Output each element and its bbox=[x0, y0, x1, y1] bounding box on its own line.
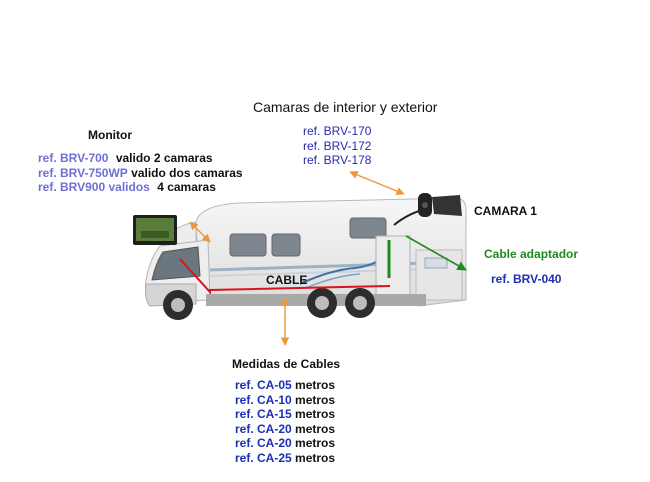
camaras-ref: ref. BRV-170 bbox=[303, 124, 372, 138]
medidas-ref: ref. CA-15 bbox=[235, 407, 292, 421]
medidas-unit: metros bbox=[295, 421, 336, 436]
medidas-row: ref. CA-20 metros bbox=[235, 422, 335, 437]
cable-adaptador-ref: ref. BRV-040 bbox=[491, 272, 562, 286]
monitor-ref: ref. BRV-750WP bbox=[38, 165, 128, 180]
monitor-arrow bbox=[189, 221, 211, 243]
medidas-row: ref. CA-25 metros bbox=[235, 451, 335, 466]
cable-label: CABLE bbox=[266, 273, 308, 287]
medidas-unit: metros bbox=[295, 436, 336, 450]
medidas-ref: ref. CA-20 bbox=[235, 436, 292, 450]
monitor-row: ref. BRV-700 valido 2 camaras bbox=[38, 151, 243, 166]
cable-line bbox=[179, 258, 391, 295]
medidas-ref: ref. CA-20 bbox=[235, 421, 292, 436]
medidas-unit: metros bbox=[295, 392, 336, 407]
camaras-title: Camaras de interior y exterior bbox=[253, 99, 438, 115]
cable-adaptador-title: Cable adaptador bbox=[484, 247, 579, 261]
monitor-title: Monitor bbox=[88, 128, 132, 142]
adapter-arrow bbox=[405, 235, 467, 271]
camaras-refs: ref. BRV-170 ref. BRV-172 ref. BRV-178 bbox=[303, 124, 371, 168]
medidas-ref: ref. CA-05 bbox=[235, 378, 292, 392]
camera-arrow bbox=[349, 170, 405, 196]
monitor-desc: 4 camaras bbox=[157, 180, 216, 194]
medidas-ref: ref. CA-25 bbox=[235, 450, 292, 465]
monitor-ref: ref. BRV-700 bbox=[38, 151, 109, 165]
medidas-refs: ref. CA-05 metros ref. CA-10 metros ref.… bbox=[235, 378, 335, 465]
medidas-unit: metros bbox=[295, 450, 336, 465]
medidas-unit: metros bbox=[295, 407, 336, 421]
medidas-row: ref. CA-05 metros bbox=[235, 378, 335, 393]
camaras-ref: ref. BRV-178 bbox=[303, 153, 372, 167]
camaras-ref: ref. BRV-172 bbox=[303, 138, 372, 153]
monitor-row: ref. BRV900 validos 4 camaras bbox=[38, 180, 243, 195]
monitor-refs: ref. BRV-700 valido 2 camaras ref. BRV-7… bbox=[38, 151, 243, 195]
medidas-row: ref. CA-15 metros bbox=[235, 407, 335, 422]
medidas-ref: ref. CA-10 bbox=[235, 392, 292, 407]
medidas-title: Medidas de Cables bbox=[232, 357, 341, 371]
monitor-desc: valido 2 camaras bbox=[115, 151, 213, 165]
rear-camera-icon bbox=[393, 193, 462, 226]
medidas-row: ref. CA-10 metros bbox=[235, 393, 335, 408]
monitor-icon bbox=[133, 215, 177, 245]
monitor-desc: valido dos camaras bbox=[131, 165, 243, 180]
camper-body bbox=[145, 197, 467, 320]
medidas-unit: metros bbox=[295, 378, 336, 392]
camara1-label: CAMARA 1 bbox=[474, 204, 537, 218]
medidas-row: ref. CA-20 metros bbox=[235, 436, 335, 451]
monitor-ref: ref. BRV900 validos bbox=[38, 180, 150, 194]
monitor-row: ref. BRV-750WP valido dos camaras bbox=[38, 166, 243, 181]
